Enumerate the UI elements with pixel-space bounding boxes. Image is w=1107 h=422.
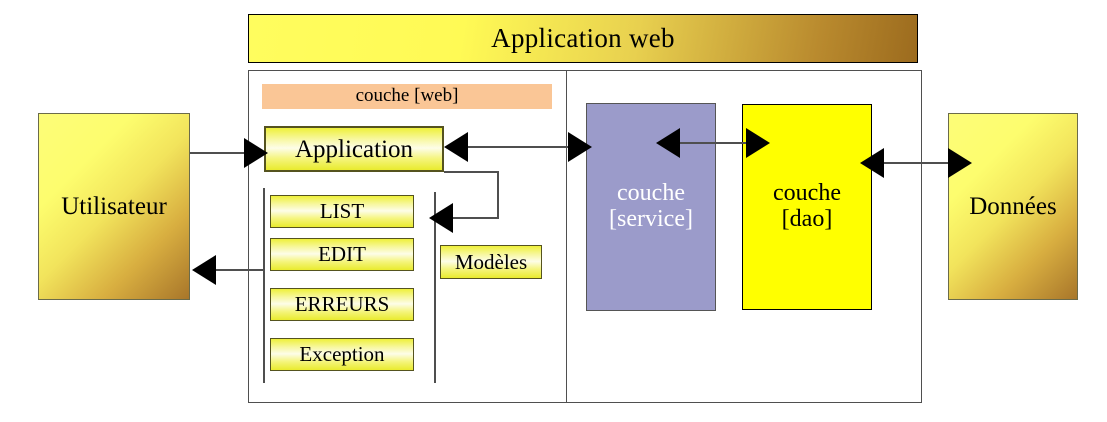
modeles-box[interactable]: Modèles [440,245,542,279]
utilisateur-box[interactable]: Utilisateur [38,113,190,300]
web-service-divider [566,70,567,403]
views-group-bracket [263,188,265,383]
application-controller-box[interactable]: Application [264,126,444,172]
couche-service-box[interactable]: couche [service] [586,103,716,311]
donnees-box[interactable]: Données [948,113,1078,300]
couche-web-label: couche [web] [262,84,552,109]
view-box-exception[interactable]: Exception [270,338,414,371]
view-box-list[interactable]: LIST [270,195,414,228]
application-web-banner: Application web [248,14,918,63]
couche-dao-line2: [dao] [781,206,833,232]
couche-dao-line1: couche [773,180,841,207]
couche-service-line2: [service] [609,206,693,232]
view-box-erreurs[interactable]: ERREURS [270,288,414,321]
view-box-edit[interactable]: EDIT [270,238,414,271]
couche-dao-box[interactable]: couche [dao] [742,104,872,310]
modeles-group-bracket [434,192,436,383]
couche-service-line1: couche [617,180,685,207]
